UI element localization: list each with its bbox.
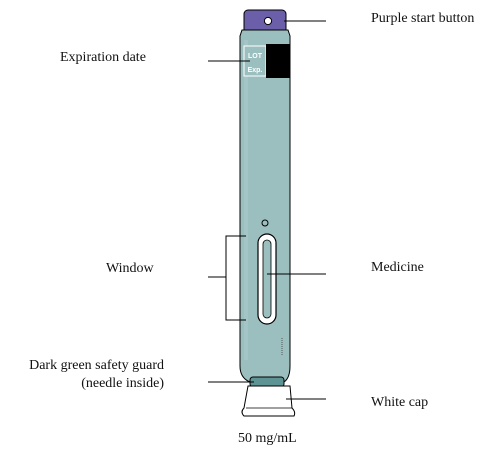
inspection-window <box>257 233 277 325</box>
pen-body <box>239 29 291 383</box>
lot-marking: LOT <box>248 53 263 60</box>
leader-lines <box>208 20 326 400</box>
label-white-cap: White cap <box>371 395 429 410</box>
leader-window-bracket <box>225 235 246 321</box>
expiration-label-block: LOT Exp. <box>243 44 290 78</box>
label-concentration: 50 mg/mL <box>238 431 297 446</box>
label-medicine: Medicine <box>371 260 424 275</box>
window-indicator-dot <box>261 219 269 227</box>
label-safety-guard-line1: Dark green safety guard <box>29 358 164 373</box>
exp-marking: Exp. <box>248 67 263 74</box>
label-expiration-date: Expiration date <box>60 50 146 65</box>
label-window: Window <box>106 261 154 276</box>
label-safety-guard-line2: (needle inside) <box>81 376 164 391</box>
white-cap <box>241 385 296 417</box>
label-purple-start-button: Purple start button <box>371 11 475 26</box>
purple-start-button <box>243 9 287 35</box>
